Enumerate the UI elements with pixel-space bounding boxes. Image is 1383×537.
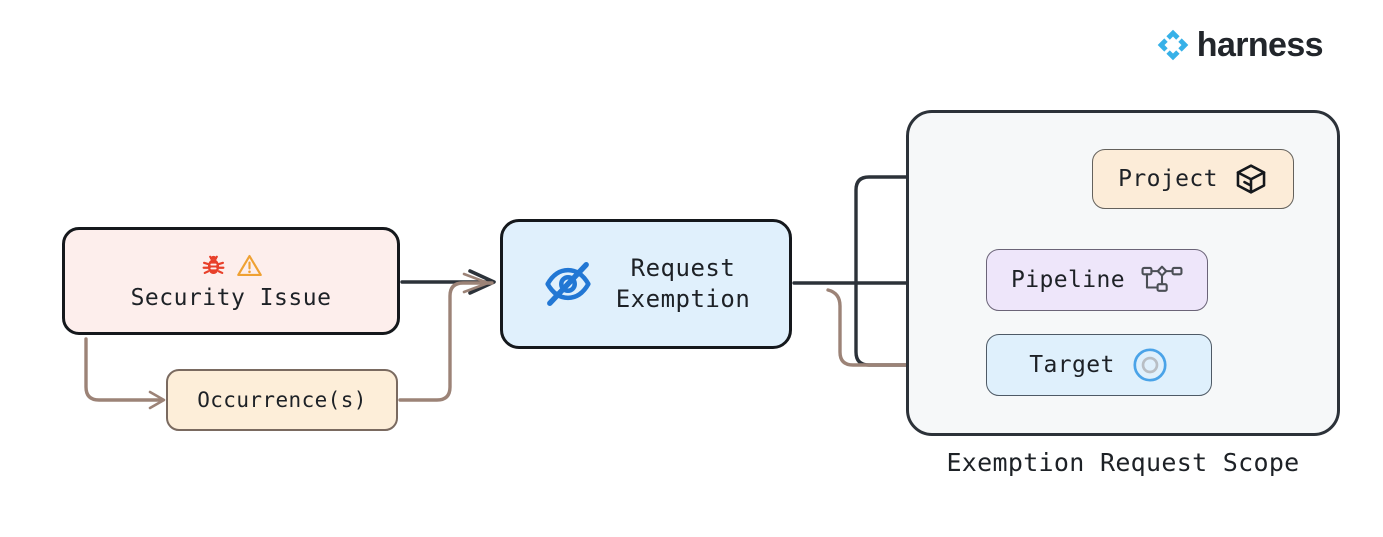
warning-triangle-icon: [236, 252, 263, 279]
edge-security-to-occurrence: [84, 337, 162, 402]
scope-caption: Exemption Request Scope: [946, 448, 1300, 477]
node-pipeline[interactable]: Pipeline: [986, 249, 1208, 311]
arrowhead-security-to-occurrence: [148, 390, 166, 410]
edge-occurrence-to-request: [398, 281, 494, 402]
security-issue-icons: [200, 252, 263, 279]
security-issue-label: Security Issue: [130, 284, 332, 311]
pipeline-label: Pipeline: [1011, 267, 1125, 293]
harness-wordmark: harness: [1196, 26, 1324, 64]
project-label: Project: [1118, 166, 1218, 192]
node-target[interactable]: Target: [986, 334, 1212, 396]
bug-icon: [200, 252, 227, 279]
harness-diamond-logo: [1156, 28, 1190, 62]
target-circle-icon: [1131, 346, 1169, 384]
node-occurrences[interactable]: Occurrence(s): [166, 369, 398, 431]
occurrences-label: Occurrence(s): [197, 388, 367, 412]
request-exemption-line1: Request: [630, 253, 736, 282]
eye-off-icon: [542, 258, 594, 310]
request-exemption-line2: Exemption: [615, 285, 751, 313]
pipeline-nodes-icon: [1141, 264, 1183, 296]
cube-icon: [1234, 162, 1268, 196]
harness-brand: harness: [1156, 26, 1324, 64]
node-security-issue[interactable]: Security Issue: [62, 227, 400, 335]
arrowhead-security-to-request: [468, 269, 496, 295]
arrowhead-occurrence-to-request: [462, 272, 490, 294]
node-project[interactable]: Project: [1092, 149, 1294, 209]
target-label: Target: [1029, 352, 1115, 378]
